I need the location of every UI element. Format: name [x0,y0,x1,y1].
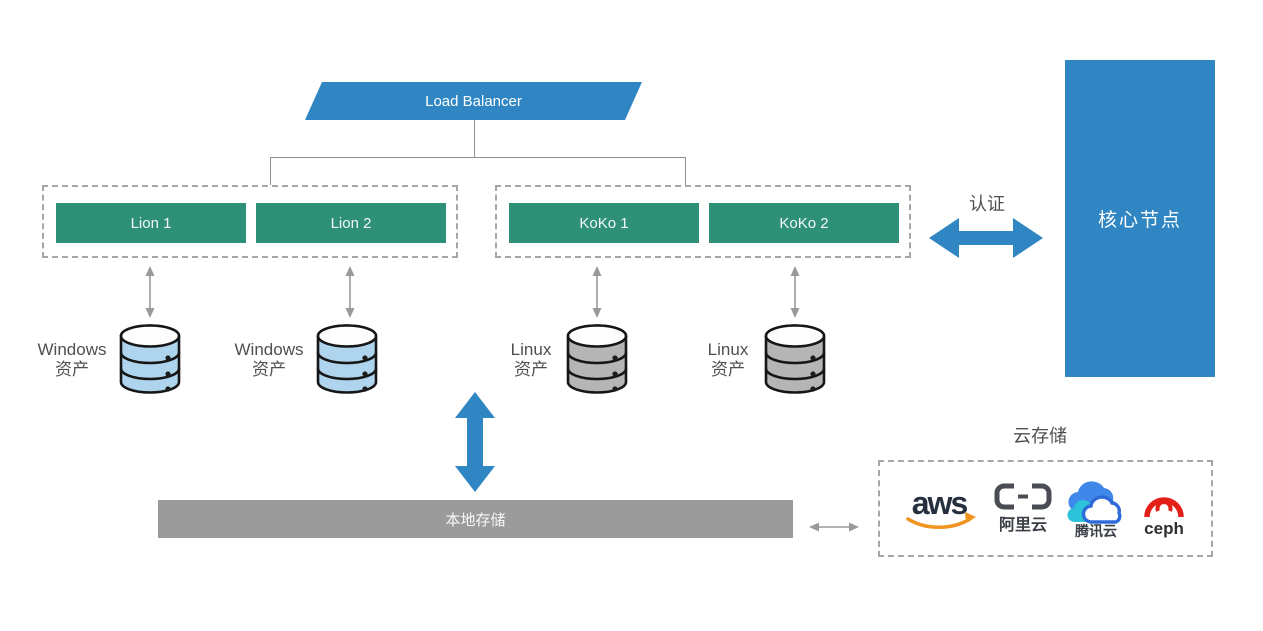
double-arrow-horizontal-icon [809,522,859,532]
windows-database-icon [316,324,378,394]
node-lion-2: Lion 2 [256,203,446,243]
core-node: 核心节点 [1065,60,1215,377]
asset-label-windows-1: Windows 资产 [22,340,122,380]
alibaba-cloud-logo: 阿里云 [994,483,1052,534]
linux-database-icon [764,324,826,394]
double-arrow-vertical-icon [345,266,355,318]
load-balancer-label: Load Balancer [425,92,522,110]
tencent-cloud-logo-text: 腾讯云 [1075,523,1117,538]
double-arrow-vertical-icon [592,266,602,318]
node-lion-1-label: Lion 1 [130,214,172,232]
node-lion-2-label: Lion 2 [330,214,372,232]
load-balancer-node: Load Balancer [305,82,642,120]
asset-os: Windows [234,340,304,359]
cloud-storage-title: 云存储 [1013,426,1067,446]
asset-os: Linux [510,340,552,359]
node-lion-1: Lion 1 [56,203,246,243]
auth-label: 认证 [969,194,1005,214]
asset-label-linux-2: Linux 资产 [678,340,778,380]
asset-os: Linux [707,340,749,359]
ceph-logo-text: ceph [1144,519,1184,538]
auth-double-arrow-icon [929,218,1043,258]
linux-database-icon [566,324,628,394]
local-storage-bar: 本地存储 [158,500,793,538]
aws-logo: aws [906,485,976,529]
lion-group-box [42,185,458,258]
tencent-cloud-logo: 腾讯云 [1067,480,1122,538]
storage-sync-arrow-icon [455,392,495,492]
node-koko-2: KoKo 2 [709,203,899,243]
connector-drop-right [685,157,686,185]
asset-type: 资产 [514,360,548,379]
ceph-logo: ceph [1144,496,1184,538]
asset-label-windows-2: Windows 资产 [219,340,319,380]
double-arrow-vertical-icon [145,266,155,318]
connector-crossbar [270,157,686,158]
koko-group-box [495,185,911,258]
node-koko-1: KoKo 1 [509,203,699,243]
alibaba-cloud-logo-text: 阿里云 [999,516,1047,534]
node-koko-2-label: KoKo 2 [779,214,829,232]
asset-os: Windows [37,340,107,359]
windows-database-icon [119,324,181,394]
connector-stem [474,120,475,157]
local-storage-label: 本地存储 [445,511,506,529]
asset-type: 资产 [711,360,745,379]
asset-label-linux-1: Linux 资产 [481,340,581,380]
connector-drop-left [270,157,271,185]
asset-type: 资产 [252,360,286,379]
cloud-storage-box: aws 阿里云 腾讯云 ceph [878,460,1213,557]
core-node-label: 核心节点 [1097,210,1182,231]
double-arrow-vertical-icon [790,266,800,318]
asset-type: 资产 [55,360,89,379]
node-koko-1-label: KoKo 1 [579,214,629,232]
aws-logo-text: aws [912,485,968,521]
